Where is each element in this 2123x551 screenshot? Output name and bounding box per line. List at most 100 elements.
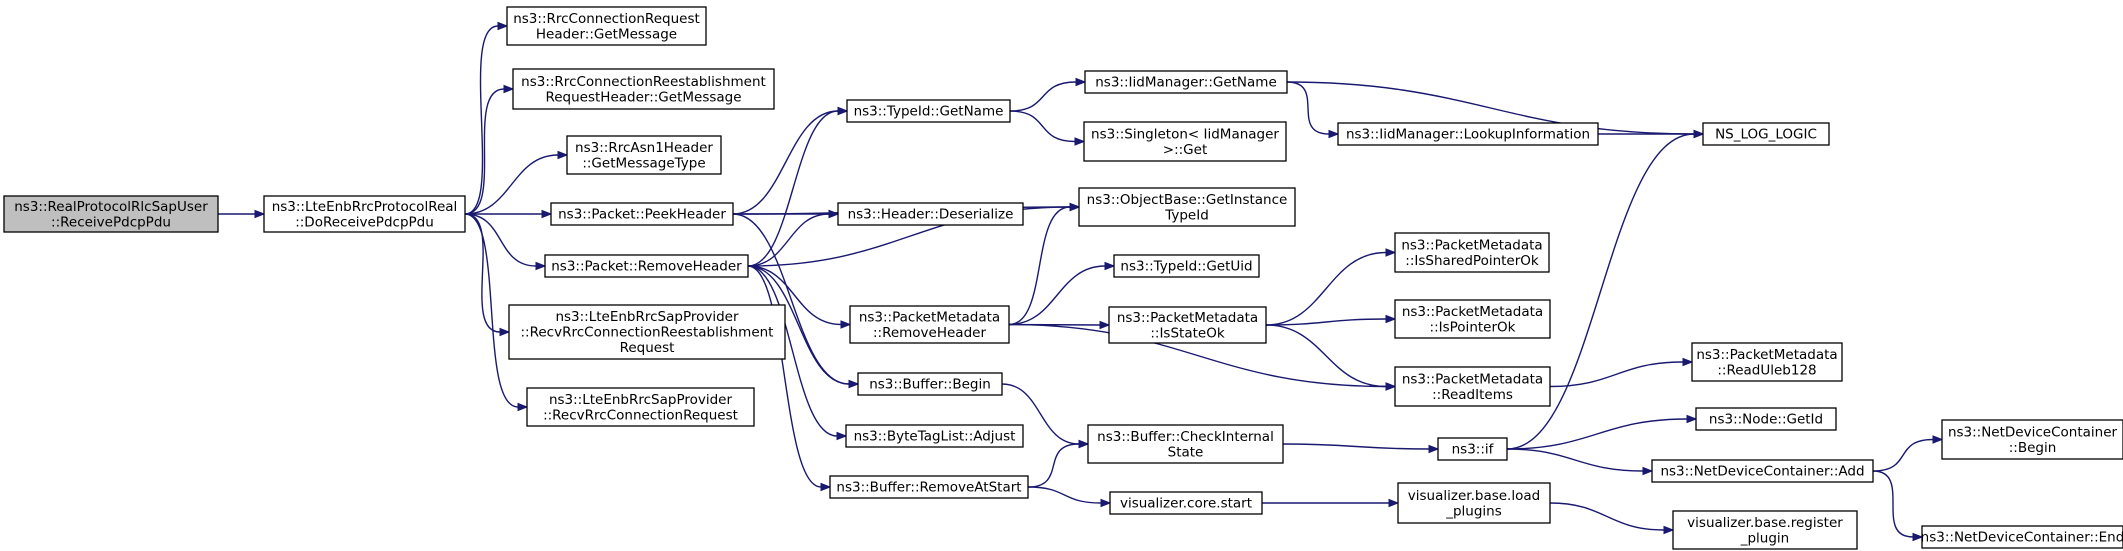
node-typeid_getuid[interactable]: ns3::TypeId::GetUid: [1113, 254, 1260, 278]
node-pm_issharedptr[interactable]: ns3::PacketMetadata::IsSharedPointerOk: [1394, 232, 1550, 273]
edge-line: [747, 265, 850, 385]
node-doreceive[interactable]: ns3::LteEnbRrcProtocolReal::DoReceivePdc…: [263, 195, 466, 233]
node-iid_getname[interactable]: ns3::IidManager::GetName: [1084, 70, 1288, 94]
node-label-line: ::RemoveHeader: [873, 325, 986, 341]
arrowhead-icon: [828, 209, 840, 219]
edge-doreceive-to-asn1_getmsgtype: [464, 150, 569, 215]
edge-pm_isstateok-to-pm_issharedptr: [1265, 248, 1397, 326]
node-label-line: TypeId: [1164, 207, 1209, 223]
edge-ndc_add-to-ndc_begin: [1872, 435, 1944, 472]
node-label-line: ns3::RrcConnectionReestablishment: [521, 74, 766, 90]
edge-line: [1286, 81, 1695, 135]
node-buffer_begin[interactable]: ns3::Buffer::Begin: [857, 372, 1003, 396]
arrowhead-icon: [503, 84, 515, 94]
node-iid_lookup[interactable]: ns3::IidManager::LookupInformation: [1337, 122, 1599, 146]
node-label-line: ns3::RealProtocolRlcSapUser: [14, 199, 208, 215]
arrowhead-icon: [1385, 382, 1397, 391]
arrowhead-icon: [541, 209, 553, 219]
node-label-line: ns3::ByteTagList::Adjust: [854, 429, 1016, 445]
edge-pm_isstateok-to-pm_readitems: [1265, 324, 1397, 391]
node-ns3_if[interactable]: ns3::if: [1437, 437, 1508, 461]
node-header_deser[interactable]: ns3::Header::Deserialize: [837, 202, 1024, 226]
node-box: [1109, 491, 1263, 515]
node-label-line: ns3::Buffer::CheckInternal: [1097, 429, 1274, 445]
node-pm_readuleb[interactable]: ns3::PacketMetadata::ReadUleb128: [1691, 342, 1843, 382]
edge-line: [1001, 383, 1080, 445]
node-node_getid[interactable]: ns3::Node::GetId: [1695, 407, 1837, 431]
node-label-line: ns3::IidManager::GetName: [1095, 75, 1277, 91]
node-label-line: NS_LOG_LOGIC: [1715, 127, 1817, 143]
node-box: [1397, 482, 1551, 524]
node-typeid_getname[interactable]: ns3::TypeId::GetName: [846, 99, 1011, 123]
edge-removeheader-to-header_deser: [747, 209, 840, 267]
arrowhead-icon: [1686, 414, 1698, 424]
node-ndc_end[interactable]: ns3::NetDeviceContainer::End: [1921, 525, 2123, 549]
node-box: [1921, 525, 2123, 549]
arrowhead-icon: [1682, 357, 1694, 367]
node-pm_removeheader[interactable]: ns3::PacketMetadata::RemoveHeader: [849, 305, 1010, 344]
node-peekheader[interactable]: ns3::Packet::PeekHeader: [550, 202, 734, 226]
node-rrcreq_getmsg[interactable]: ns3::RrcConnectionRequestHeader::GetMess…: [506, 6, 707, 46]
node-rrcreest_getmsg[interactable]: ns3::RrcConnectionReestablishmentRequest…: [512, 68, 775, 110]
arrowhead-icon: [1388, 498, 1400, 508]
node-pm_ispointerok[interactable]: ns3::PacketMetadata::IsPointerOk: [1394, 299, 1551, 339]
node-box: [1691, 342, 1843, 382]
arrowhead-icon: [254, 209, 266, 219]
edge-buffer_checkinternal-to-ns3_if: [1282, 443, 1440, 454]
edge-line: [1282, 443, 1430, 450]
edge-line: [1265, 324, 1387, 388]
node-box: [544, 254, 749, 278]
node-recv_conn[interactable]: ns3::LteEnbRrcSapProvider::RecvRrcConnec…: [526, 387, 755, 427]
edge-line: [1506, 448, 1644, 472]
node-label-line: ns3::PacketMetadata: [1117, 310, 1258, 326]
node-root[interactable]: ns3::RealProtocolRlcSapUser::ReceivePdcp…: [3, 195, 219, 233]
node-label-line: ::Begin: [2009, 440, 2057, 456]
edge-buffer_removeatstart-to-buffer_checkinternal: [1027, 439, 1090, 488]
arrowhead-icon: [1932, 435, 1944, 444]
arrowhead-icon: [836, 431, 848, 441]
node-label-line: ::ReadItems: [1432, 387, 1513, 403]
node-asn1_getmsgtype[interactable]: ns3::RrcAsn1Header::GetMessageType: [566, 135, 722, 175]
node-label-line: ns3::NetDeviceContainer::Add: [1660, 464, 1864, 480]
node-pm_isstateok[interactable]: ns3::PacketMetadata::IsStateOk: [1108, 306, 1267, 344]
edge-pm_removeheader-to-typeid_getuid: [1008, 261, 1116, 326]
node-label-line: _plugins: [1445, 503, 1502, 519]
node-box: [550, 202, 734, 226]
node-pm_readitems[interactable]: ns3::PacketMetadata::ReadItems: [1394, 366, 1551, 407]
arrowhead-icon: [1078, 439, 1090, 449]
node-ndc_add[interactable]: ns3::NetDeviceContainer::Add: [1651, 459, 1874, 483]
node-vis_base_load[interactable]: visualizer.base.load_plugins: [1397, 482, 1551, 524]
arrowhead-icon: [1328, 129, 1340, 139]
edge-line: [1286, 81, 1330, 135]
node-singleton_get[interactable]: ns3::Singleton< IidManager>::Get: [1083, 121, 1287, 162]
node-ndc_begin[interactable]: ns3::NetDeviceContainer::Begin: [1941, 419, 2123, 460]
edge-line: [1008, 323, 1387, 388]
node-vis_core_start[interactable]: visualizer.core.start: [1109, 491, 1263, 515]
node-bytetag_adjust[interactable]: ns3::ByteTagList::Adjust: [845, 424, 1024, 448]
node-box: [1394, 232, 1550, 273]
arrowhead-icon: [1074, 137, 1086, 146]
node-vis_base_register[interactable]: visualizer.base.register_plugin: [1672, 510, 1858, 550]
node-removeheader[interactable]: ns3::Packet::RemoveHeader: [544, 254, 749, 278]
edge-line: [747, 110, 839, 267]
node-recv_reest[interactable]: ns3::LteEnbRrcSapProvider::RecvRrcConnec…: [508, 304, 786, 360]
node-ns_log_logic[interactable]: NS_LOG_LOGIC: [1702, 122, 1830, 146]
node-box: [1941, 419, 2123, 460]
edge-doreceive-to-removeheader: [464, 213, 547, 271]
node-label-line: visualizer.base.register: [1687, 515, 1843, 531]
edge-line: [1027, 443, 1080, 488]
node-box: [1702, 122, 1830, 146]
edge-line: [1008, 206, 1071, 326]
node-label-line: ns3::NetDeviceContainer: [1948, 424, 2118, 440]
node-label-line: ns3::ObjectBase::GetInstance: [1087, 192, 1288, 208]
arrowhead-icon: [837, 106, 849, 116]
node-buffer_removeatstart[interactable]: ns3::Buffer::RemoveAtStart: [829, 475, 1029, 499]
node-label-line: ns3::LteEnbRrcProtocolReal: [272, 199, 458, 215]
edge-pm_removeheader-to-objbase_getinst: [1008, 202, 1081, 326]
edge-vis_core_start-to-vis_base_load: [1262, 498, 1400, 508]
node-box: [846, 99, 1011, 123]
node-box: [512, 68, 775, 110]
node-box: [1672, 510, 1858, 550]
